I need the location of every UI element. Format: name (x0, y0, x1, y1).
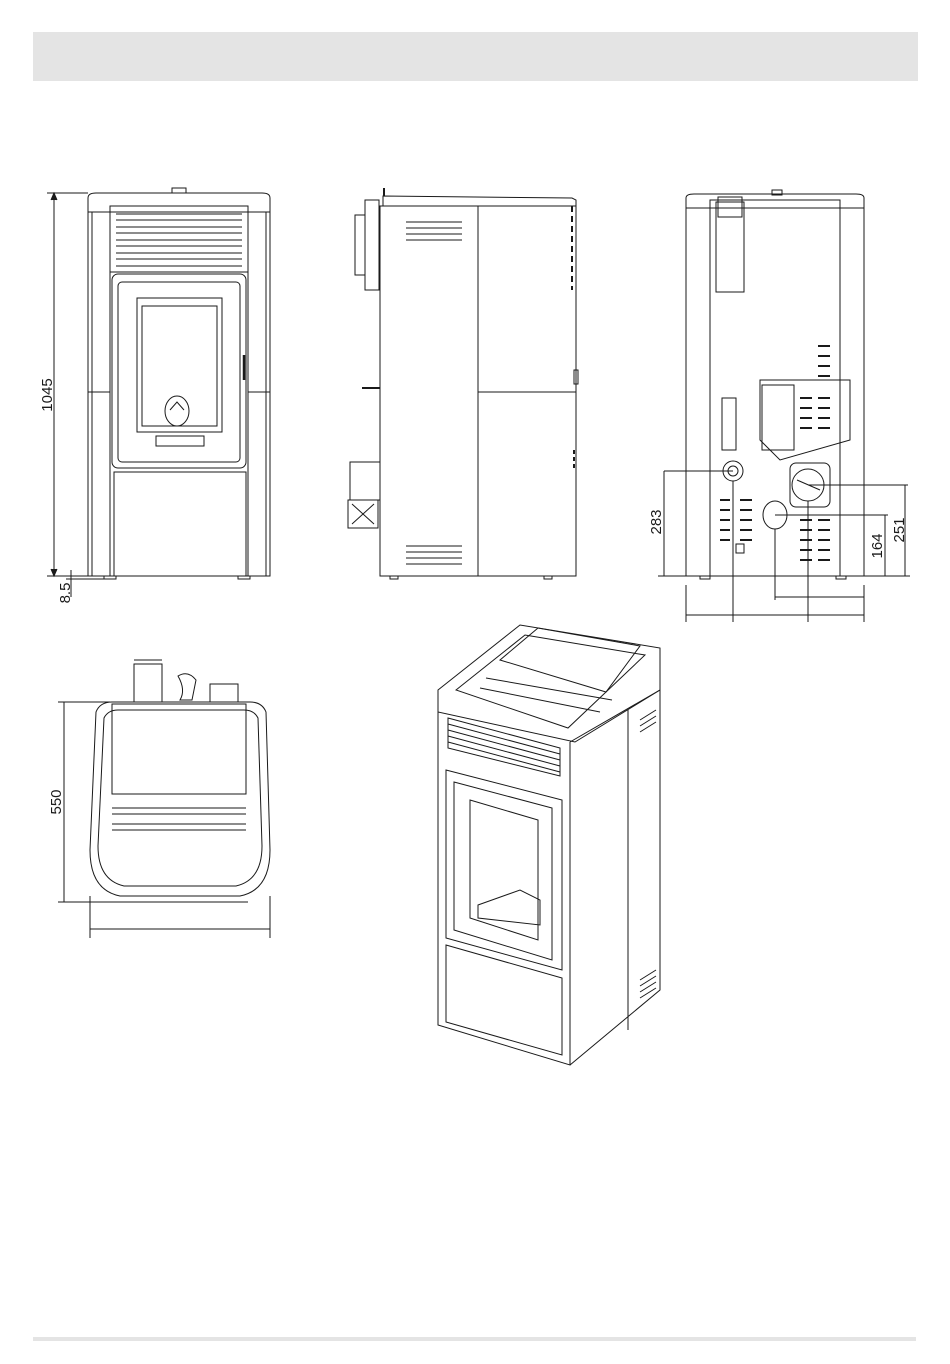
front-foot-label: 8.5 (57, 583, 74, 604)
perspective-view (438, 625, 660, 1065)
front-height-label: 1045 (39, 378, 56, 411)
side-view (348, 188, 578, 579)
footer-line (33, 1337, 916, 1341)
top-view (90, 664, 270, 896)
rear-outlet-height-label: 283 (648, 509, 665, 534)
rear-view (686, 190, 864, 579)
rear-vent-slots (720, 346, 830, 560)
front-view (88, 188, 270, 579)
perspective-side-vents (640, 710, 656, 998)
front-grille (116, 214, 242, 266)
top-depth-label: 550 (48, 789, 65, 814)
rear-inlet-height-label: 164 (869, 533, 886, 558)
rear-flue-height-label: 251 (891, 517, 908, 542)
